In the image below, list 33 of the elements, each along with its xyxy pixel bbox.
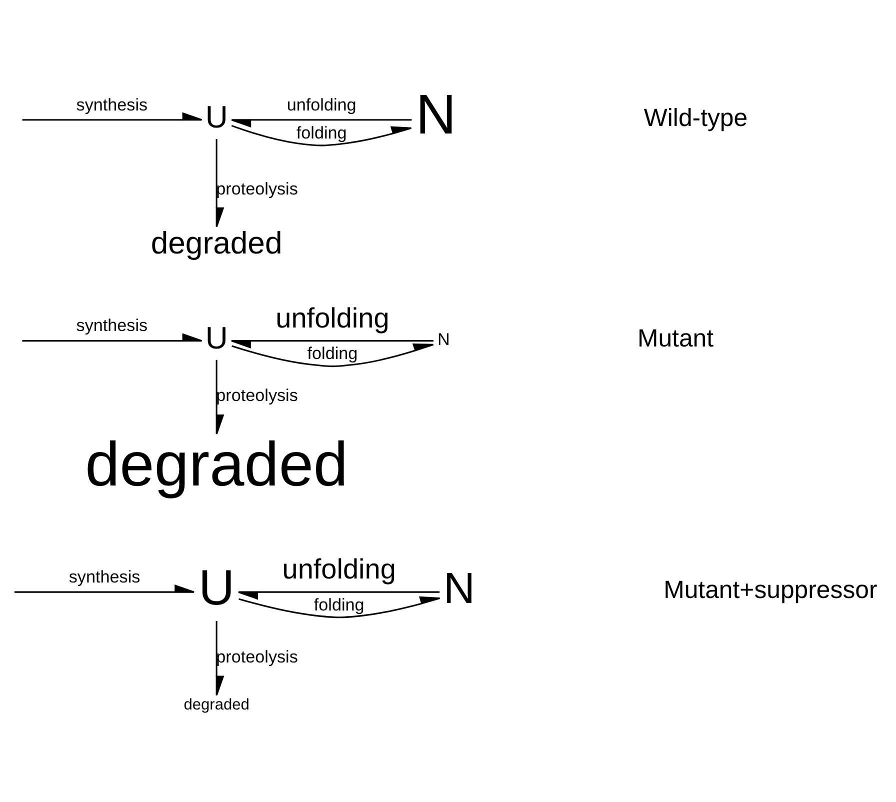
edge-label: folding <box>307 344 358 363</box>
node-text: degraded <box>150 225 282 260</box>
node-text: U <box>198 559 235 616</box>
node-text: degraded <box>184 696 250 714</box>
node-text: N <box>438 330 450 349</box>
label: Mutant+suppressor <box>664 576 878 604</box>
arrow <box>216 359 224 434</box>
node-text: N <box>416 82 456 146</box>
arrow <box>238 596 441 618</box>
arrow <box>230 340 434 348</box>
edge-label: synthesis <box>68 566 140 586</box>
arrow <box>216 620 224 696</box>
node-text: degraded <box>85 430 348 500</box>
edge-label: unfolding <box>276 302 390 333</box>
label: Mutant <box>638 324 714 352</box>
arrow <box>216 138 224 228</box>
edge-label: unfolding <box>286 94 356 114</box>
arrow <box>14 584 195 592</box>
edge-label: unfolding <box>282 553 396 584</box>
arrow <box>238 590 440 600</box>
edge-label: synthesis <box>76 94 148 114</box>
arrow <box>22 112 203 120</box>
edge-label: folding <box>314 594 364 614</box>
arrow <box>22 332 203 342</box>
node-text: U <box>205 320 228 356</box>
arrow <box>230 118 412 128</box>
arrow <box>231 124 412 146</box>
label: Wild-type <box>644 103 748 132</box>
edge-label: folding <box>296 122 347 142</box>
node-text: U <box>205 99 228 134</box>
arrow <box>232 342 434 367</box>
edge-label: synthesis <box>76 316 148 335</box>
node-text: N <box>444 564 476 612</box>
